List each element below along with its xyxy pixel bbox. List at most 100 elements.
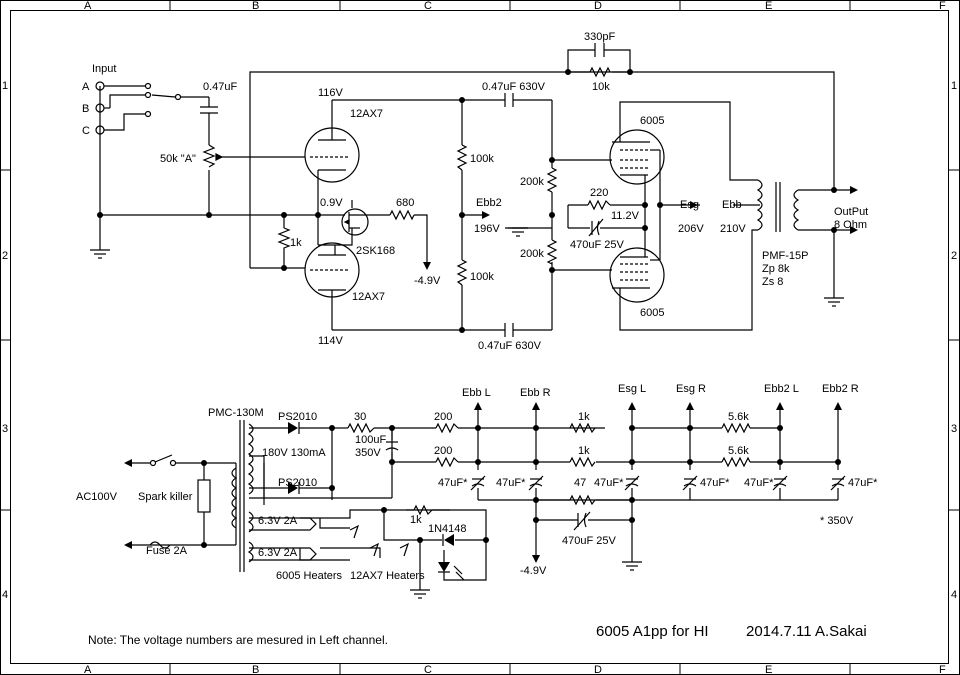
col-label-c-top: C bbox=[424, 0, 432, 12]
voltage-116-label: 116V bbox=[318, 87, 344, 99]
resistor-1k-label: 1k bbox=[290, 237, 302, 249]
diode-bottom-label: PS2010 bbox=[278, 477, 317, 489]
transformer-name-label: PMF-15P bbox=[762, 250, 808, 262]
heater-winding-1-label: 6.3V 2A bbox=[258, 515, 298, 527]
col-label-d-bottom: D bbox=[594, 664, 602, 675]
resistor-5-6k-bottom-label: 5.6k bbox=[728, 445, 749, 457]
row-label-1-right: 1 bbox=[951, 80, 957, 92]
resistor-200k-bottom-icon bbox=[546, 239, 558, 265]
col-label-f-bottom: F bbox=[939, 664, 946, 675]
diode-ps2010-bottom-icon bbox=[288, 482, 300, 494]
cap-47uf-2-label: 47uF* bbox=[496, 477, 526, 489]
ebb2-l-label: Ebb2 L bbox=[764, 383, 799, 395]
jfet-2sk168-icon bbox=[341, 208, 369, 236]
resistor-200-top-icon bbox=[435, 422, 459, 434]
supply-rail-arrows bbox=[474, 402, 842, 563]
voltage-0-9-label: 0.9V bbox=[320, 197, 343, 209]
input-cap-label: 0.47uF bbox=[203, 81, 238, 93]
col-label-a-top: A bbox=[84, 0, 92, 12]
col-label-a-bottom: A bbox=[84, 664, 92, 675]
led-icon bbox=[438, 562, 465, 581]
amplifier-labels: Input A B C 0.47uF 50k "A" 1k 116V 12AX7… bbox=[82, 31, 868, 352]
esg-r-label: Esg R bbox=[676, 383, 706, 395]
esg-label: Esg bbox=[680, 199, 699, 211]
resistor-1k-esg-bottom-icon bbox=[569, 456, 596, 468]
fuse-label: Fuse 2A bbox=[146, 545, 188, 557]
ebb-r-label: Ebb R bbox=[520, 387, 551, 399]
measurement-note: Note: The voltage numbers are mesured in… bbox=[88, 633, 388, 647]
resistor-1k-top-label: 1k bbox=[578, 411, 590, 423]
jack-c-icon bbox=[95, 125, 105, 135]
input-b-label: B bbox=[82, 103, 89, 115]
resistor-47-label: 47 bbox=[574, 477, 586, 489]
row-label-2-right: 2 bbox=[951, 250, 957, 262]
input-capacitor-icon bbox=[200, 106, 218, 114]
cap-47uf-6-label: 47uF* bbox=[848, 477, 878, 489]
col-label-b-bottom: B bbox=[252, 664, 259, 675]
col-label-f-top: F bbox=[939, 0, 946, 12]
drawing-date-author: 2014.7.11 A.Sakai bbox=[746, 623, 867, 640]
resistor-100k-top-label: 100k bbox=[470, 153, 494, 165]
junction-dots-psu bbox=[201, 425, 841, 548]
fet-label: 2SK168 bbox=[356, 245, 395, 257]
transformer-zs-label: Zs 8 bbox=[762, 276, 783, 288]
coupling-cap-top-label: 0.47uF 630V bbox=[482, 81, 546, 93]
coupling-cap-bottom-icon bbox=[504, 323, 514, 337]
resistor-30-label: 30 bbox=[354, 411, 366, 423]
input-c-label: C bbox=[82, 125, 90, 137]
tube-12ax7-top-label: 12AX7 bbox=[350, 108, 383, 120]
diode-ps2010-top-icon bbox=[288, 422, 300, 434]
tube-12ax7-bottom-label: 12AX7 bbox=[352, 291, 385, 303]
voltage-210-label: 210V bbox=[720, 223, 746, 235]
coupling-cap-bottom-label: 0.47uF 630V bbox=[478, 340, 542, 352]
output-arrow-top-icon bbox=[850, 186, 858, 194]
resistor-5-6k-top-label: 5.6k bbox=[728, 411, 749, 423]
filter-caps bbox=[385, 441, 846, 531]
drawing-title: 6005 A1pp for HI bbox=[596, 623, 709, 640]
cap-100uf-label: 100uF bbox=[355, 434, 386, 446]
power-supply-labels: PMC-130M PS2010 PS2010 30 180V 130mA 100… bbox=[76, 383, 878, 582]
resistor-200k-bottom-label: 200k bbox=[520, 248, 544, 260]
tube-12ax7-top-icon bbox=[304, 127, 360, 183]
resistor-5-6k-bottom-icon bbox=[721, 456, 751, 468]
heaters-12ax7-label: 12AX7 Heaters bbox=[350, 570, 425, 582]
col-label-e-bottom: E bbox=[765, 664, 772, 675]
transformer-zp-label: Zp 8k bbox=[762, 263, 790, 275]
power-transformer-label: PMC-130M bbox=[208, 407, 264, 419]
fuse-icon bbox=[149, 541, 171, 549]
voltage-neg-4-9-label: -4.9V bbox=[414, 275, 441, 287]
resistor-220-icon bbox=[587, 199, 611, 211]
title-block: Note: The voltage numbers are mesured in… bbox=[88, 623, 867, 647]
ebb-l-label: Ebb L bbox=[462, 387, 491, 399]
feedback-cap-label: 330pF bbox=[584, 31, 615, 43]
voltage-11-2-label: 11.2V bbox=[611, 210, 640, 222]
bypass-cap-470uf-icon bbox=[588, 218, 604, 237]
col-label-e-top: E bbox=[765, 0, 772, 12]
input-jacks bbox=[95, 81, 182, 135]
ac-arrow-bottom-icon bbox=[124, 541, 132, 549]
col-label-c-bottom: C bbox=[424, 664, 432, 675]
resistor-1k-icon bbox=[277, 227, 291, 252]
jack-a-icon bbox=[95, 81, 105, 91]
output-ohm-label: 8 Ohm bbox=[834, 219, 867, 231]
resistor-1k-heater-label: 1k bbox=[410, 514, 422, 526]
power-transformer-icon bbox=[231, 423, 254, 563]
resistor-200-top-label: 200 bbox=[434, 411, 452, 423]
cap-470uf-psu-label: 470uF 25V bbox=[562, 535, 616, 547]
diode-1n4148-label: 1N4148 bbox=[428, 523, 467, 535]
resistor-47-icon bbox=[569, 494, 596, 506]
ebb-label: Ebb bbox=[722, 199, 742, 211]
row-label-4-left: 4 bbox=[2, 589, 8, 601]
row-label-3-right: 3 bbox=[951, 423, 957, 435]
input-label: Input bbox=[92, 63, 116, 75]
resistor-30-icon bbox=[347, 422, 375, 434]
ebb2-r-label: Ebb2 R bbox=[822, 383, 859, 395]
voltage-196-label: 196V bbox=[474, 223, 500, 235]
amplifier-wiring bbox=[90, 49, 850, 331]
resistor-220-label: 220 bbox=[590, 187, 608, 199]
col-label-d-top: D bbox=[594, 0, 602, 12]
cap-47uf-5-label: 47uF* bbox=[744, 477, 774, 489]
